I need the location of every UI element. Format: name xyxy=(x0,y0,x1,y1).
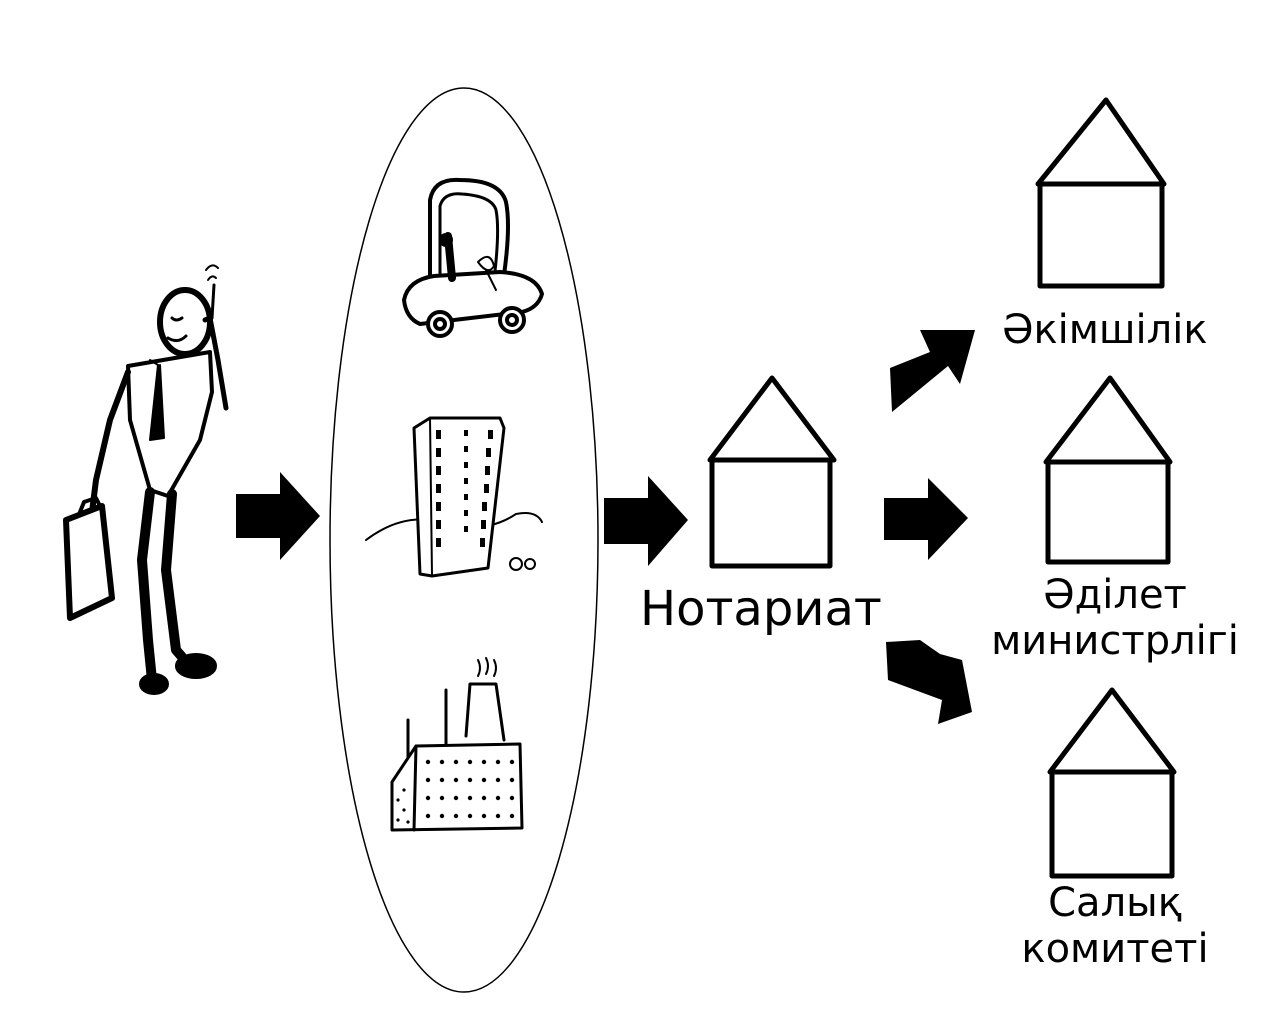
apartment-building-icon xyxy=(365,416,543,578)
arrow-notary-to-justice xyxy=(884,478,968,560)
justice-house-icon xyxy=(1043,375,1173,565)
justice-ministry-label-line1: Әділет xyxy=(1043,572,1187,618)
assets-group-ellipse xyxy=(329,87,599,993)
arrow-person-to-assets xyxy=(236,472,320,560)
tax-committee-label-line2: комитеті xyxy=(1021,926,1209,972)
arrow-assets-to-notary xyxy=(604,476,688,566)
tax-house-icon xyxy=(1047,687,1177,879)
akimat-label: Әкімшілік xyxy=(1002,307,1208,353)
arrow-notary-to-tax xyxy=(886,640,972,724)
arrow-notary-to-akimat xyxy=(890,330,975,412)
notary-house-icon xyxy=(707,375,837,569)
tax-committee-label-line1: Салық xyxy=(1048,880,1182,926)
factory-icon xyxy=(390,657,524,832)
person-icon xyxy=(63,264,229,695)
notary-label: Нотариат xyxy=(640,581,882,637)
car-icon xyxy=(402,177,544,338)
akimat-house-icon xyxy=(1035,97,1167,289)
tax-committee-label: Салық комитеті xyxy=(1000,880,1230,972)
justice-ministry-label-line2: министрлігі xyxy=(991,618,1239,664)
justice-ministry-label: Әділет министрлігі xyxy=(970,572,1260,664)
